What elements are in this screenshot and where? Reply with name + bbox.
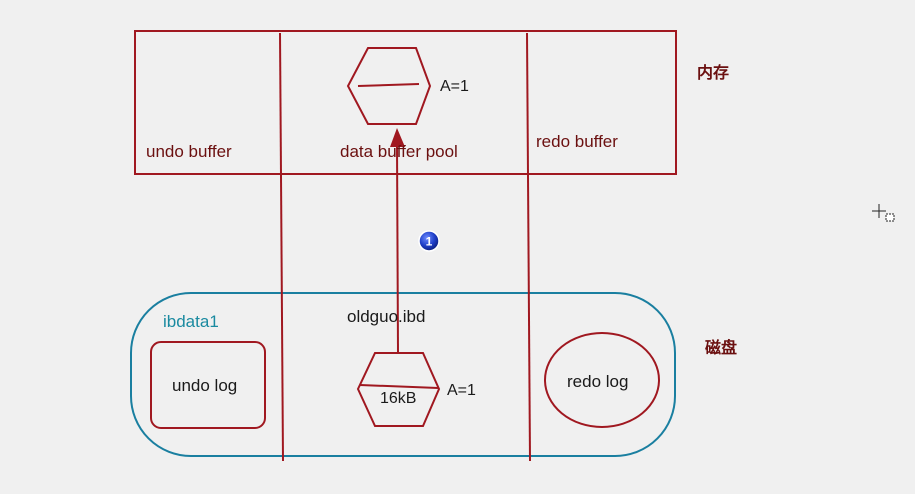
memory-page-value: A=1 [440, 78, 469, 95]
ibdata-label: ibdata1 [163, 312, 219, 331]
step-marker [418, 230, 440, 252]
disk-section-label: 磁盘 [705, 338, 737, 357]
disk-page-hexagon [356, 352, 441, 427]
step-marker-label: 1 [426, 235, 433, 249]
divider-right [526, 32, 531, 462]
memory-page-hexagon [346, 47, 432, 125]
load-arrow-head [390, 128, 405, 147]
disk-page-size-label: 16kB [380, 390, 416, 407]
load-arrow-line [396, 144, 399, 353]
disk-box [130, 292, 676, 457]
undo-buffer-label: undo buffer [146, 142, 232, 161]
crosshair-cursor-icon [872, 204, 895, 222]
memory-box [134, 30, 677, 175]
disk-page-value: A=1 [447, 382, 476, 399]
memory-page-line [357, 83, 420, 87]
redo-log-label: redo log [567, 372, 628, 391]
memory-section-label: 内存 [697, 63, 729, 82]
ibd-file-label: oldguo.ibd [347, 307, 425, 326]
redo-log-ellipse [544, 332, 660, 428]
disk-page-line [359, 384, 439, 389]
data-buffer-pool-label: data buffer pool [340, 142, 458, 161]
undo-log-label: undo log [172, 376, 237, 395]
divider-left [279, 32, 284, 462]
undo-log-box [150, 341, 266, 429]
redo-buffer-label: redo buffer [536, 132, 618, 151]
